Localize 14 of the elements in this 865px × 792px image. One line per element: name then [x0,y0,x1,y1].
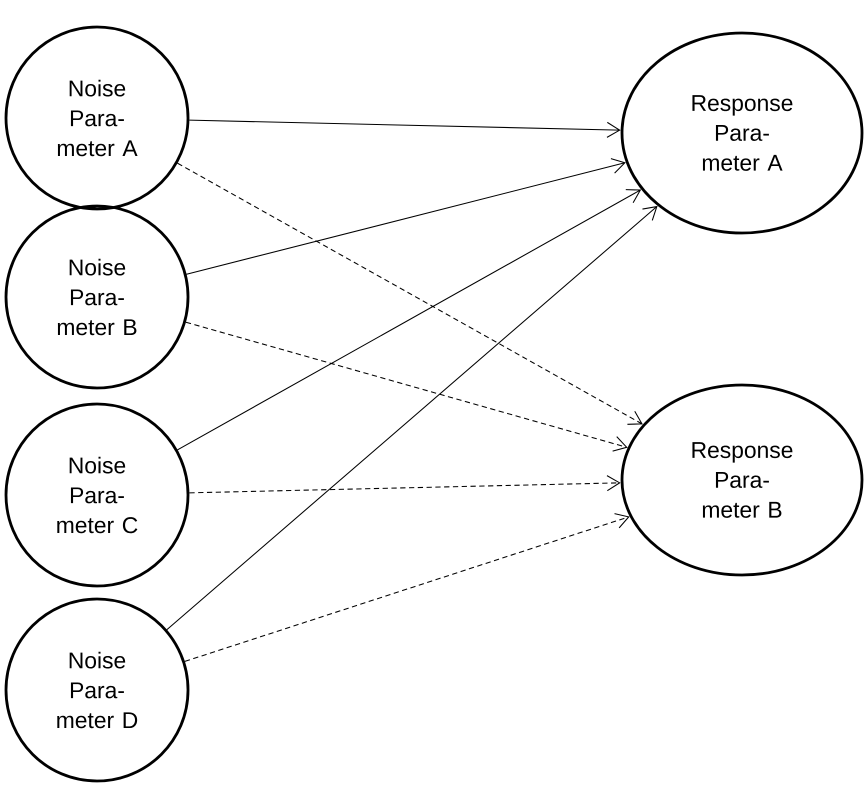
arrow [189,120,621,138]
arrow [186,158,626,275]
ellipse-node: Noise Para- meter A [4,26,190,210]
ellipse-node: Response Para- meter A [620,32,864,234]
arrow [177,189,642,450]
ellipse-node: Response Para- meter B [620,384,864,576]
arrow [189,475,621,494]
arrow [166,206,658,630]
ellipse-node: Noise Para- meter C [4,402,190,588]
ellipse-node: Noise Para- meter B [4,204,190,390]
arrow [177,162,643,425]
arrow [186,322,628,452]
arrow [184,513,630,662]
ellipse-node: Noise Para- meter D [4,598,190,782]
